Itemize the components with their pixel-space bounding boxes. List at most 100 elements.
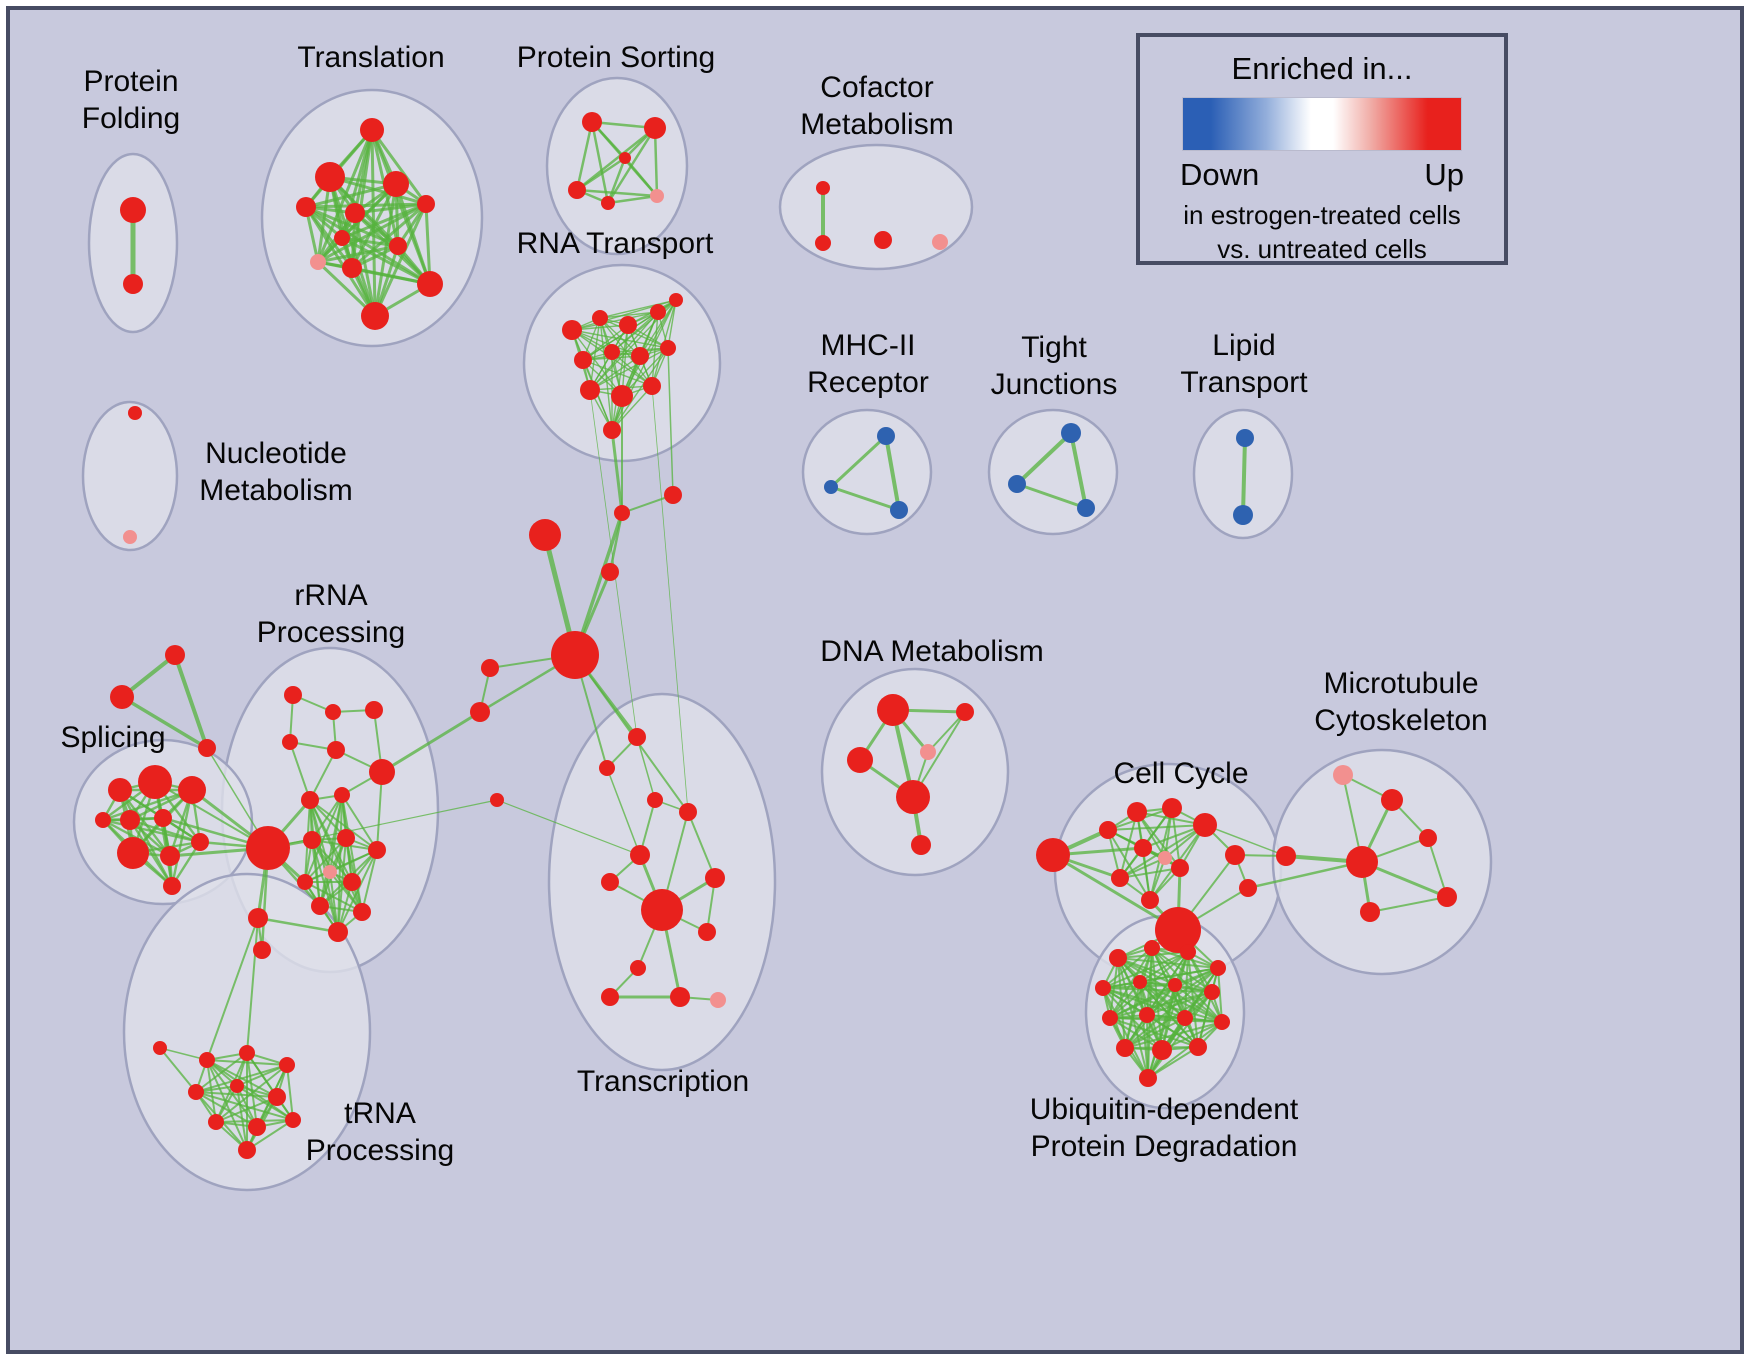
- node-rt1: [562, 320, 582, 340]
- node-cc2: [1099, 821, 1117, 839]
- node-rr15: [368, 841, 386, 859]
- node-tn4: [239, 1045, 255, 1061]
- node-rr11: [337, 829, 355, 847]
- node-mt6: [1360, 902, 1380, 922]
- node-sp6: [154, 809, 172, 827]
- node-ub6: [1133, 975, 1147, 989]
- node-rt7: [604, 344, 620, 360]
- node-tn12: [238, 1141, 256, 1159]
- node-rr1: [284, 686, 302, 704]
- node-f1: [165, 645, 185, 665]
- legend-caption: in estrogen-treated cells vs. untreated …: [1140, 199, 1504, 267]
- legend-down-label: Down: [1180, 157, 1260, 192]
- node-tj1: [1061, 423, 1081, 443]
- node-tr10: [342, 258, 362, 278]
- node-rr5: [327, 741, 345, 759]
- node-ps4: [601, 196, 615, 210]
- node-tj3: [1077, 499, 1095, 517]
- node-mt5: [1437, 887, 1457, 907]
- node-mh1: [877, 427, 895, 445]
- node-ub10: [1139, 1007, 1155, 1023]
- node-ub1: [1109, 949, 1127, 967]
- node-mh3: [890, 501, 908, 519]
- node-ub4: [1210, 960, 1226, 976]
- node-tx3: [647, 792, 663, 808]
- node-tr5: [310, 254, 326, 270]
- node-sp4: [95, 812, 111, 828]
- node-ub8: [1204, 984, 1220, 1000]
- cluster-ellipse-mhc-ii-receptor: [801, 408, 933, 536]
- cluster-ellipse-dna-metabolism: [820, 667, 1010, 877]
- node-f9: [481, 659, 499, 677]
- node-dm2: [956, 703, 974, 721]
- node-mt2: [1381, 789, 1403, 811]
- node-ps6: [619, 152, 631, 164]
- node-tn11: [285, 1112, 301, 1128]
- cluster-ellipse-nucleotide-metabolism: [81, 400, 179, 552]
- node-ps2: [644, 117, 666, 139]
- node-rr7: [246, 826, 290, 870]
- cluster-ellipse-tight-junctions: [987, 408, 1119, 536]
- node-tr4: [383, 171, 409, 197]
- node-tn5: [279, 1057, 295, 1073]
- node-tr12: [334, 230, 350, 246]
- node-f3: [198, 739, 216, 757]
- node-sp5: [120, 810, 140, 830]
- node-rr12: [323, 865, 337, 879]
- node-rr18: [328, 922, 348, 942]
- node-cc9: [1171, 859, 1189, 877]
- node-ub13: [1116, 1039, 1134, 1057]
- node-cc5: [1193, 813, 1217, 837]
- node-pf2: [123, 274, 143, 294]
- node-cc1: [1036, 838, 1070, 872]
- legend-up-label: Up: [1424, 157, 1464, 192]
- node-sp3: [178, 776, 206, 804]
- node-tx5: [630, 845, 650, 865]
- node-rt5: [669, 293, 683, 307]
- node-tx8: [705, 868, 725, 888]
- node-ps5: [650, 189, 664, 203]
- cluster-ellipse-microtubule-cytoskeleton: [1271, 748, 1493, 976]
- legend-caption-line2: vs. untreated cells: [1217, 233, 1427, 264]
- cluster-ellipse-trna-processing: [122, 872, 372, 1192]
- node-mt3: [1276, 846, 1296, 866]
- node-cc4: [1162, 798, 1182, 818]
- node-f7: [601, 563, 619, 581]
- legend-box: Enriched in... Down Up in estrogen-treat…: [1136, 33, 1508, 265]
- node-rr9: [334, 787, 350, 803]
- node-ub3: [1180, 944, 1196, 960]
- node-tr2: [315, 162, 345, 192]
- node-rt13: [603, 421, 621, 439]
- node-cc13: [1239, 879, 1257, 897]
- node-rr17: [353, 903, 371, 921]
- node-tr1: [360, 118, 384, 142]
- node-tn8: [268, 1088, 286, 1106]
- node-tr9: [361, 302, 389, 330]
- node-tx2: [599, 760, 615, 776]
- node-tn3: [199, 1052, 215, 1068]
- node-sp1: [108, 778, 132, 802]
- node-cc3: [1127, 802, 1147, 822]
- node-rt3: [619, 316, 637, 334]
- node-tn6: [188, 1084, 204, 1100]
- node-cf2: [815, 235, 831, 251]
- node-tn10: [248, 1118, 266, 1136]
- node-nm1: [128, 406, 142, 420]
- cluster-ellipse-transcription: [547, 692, 777, 1072]
- node-sp10: [163, 877, 181, 895]
- node-mt7: [1419, 829, 1437, 847]
- node-tx12: [670, 987, 690, 1007]
- node-lt1: [1236, 429, 1254, 447]
- node-sp2: [138, 765, 172, 799]
- node-rr2: [325, 704, 341, 720]
- node-rr6: [369, 759, 395, 785]
- node-rt2: [592, 310, 608, 326]
- node-cc10: [1141, 891, 1159, 909]
- node-tx10: [630, 960, 646, 976]
- node-rt11: [611, 385, 633, 407]
- legend-title: Enriched in...: [1231, 51, 1413, 86]
- node-f10: [470, 702, 490, 722]
- node-sp9: [191, 833, 209, 851]
- node-tx4: [679, 803, 697, 821]
